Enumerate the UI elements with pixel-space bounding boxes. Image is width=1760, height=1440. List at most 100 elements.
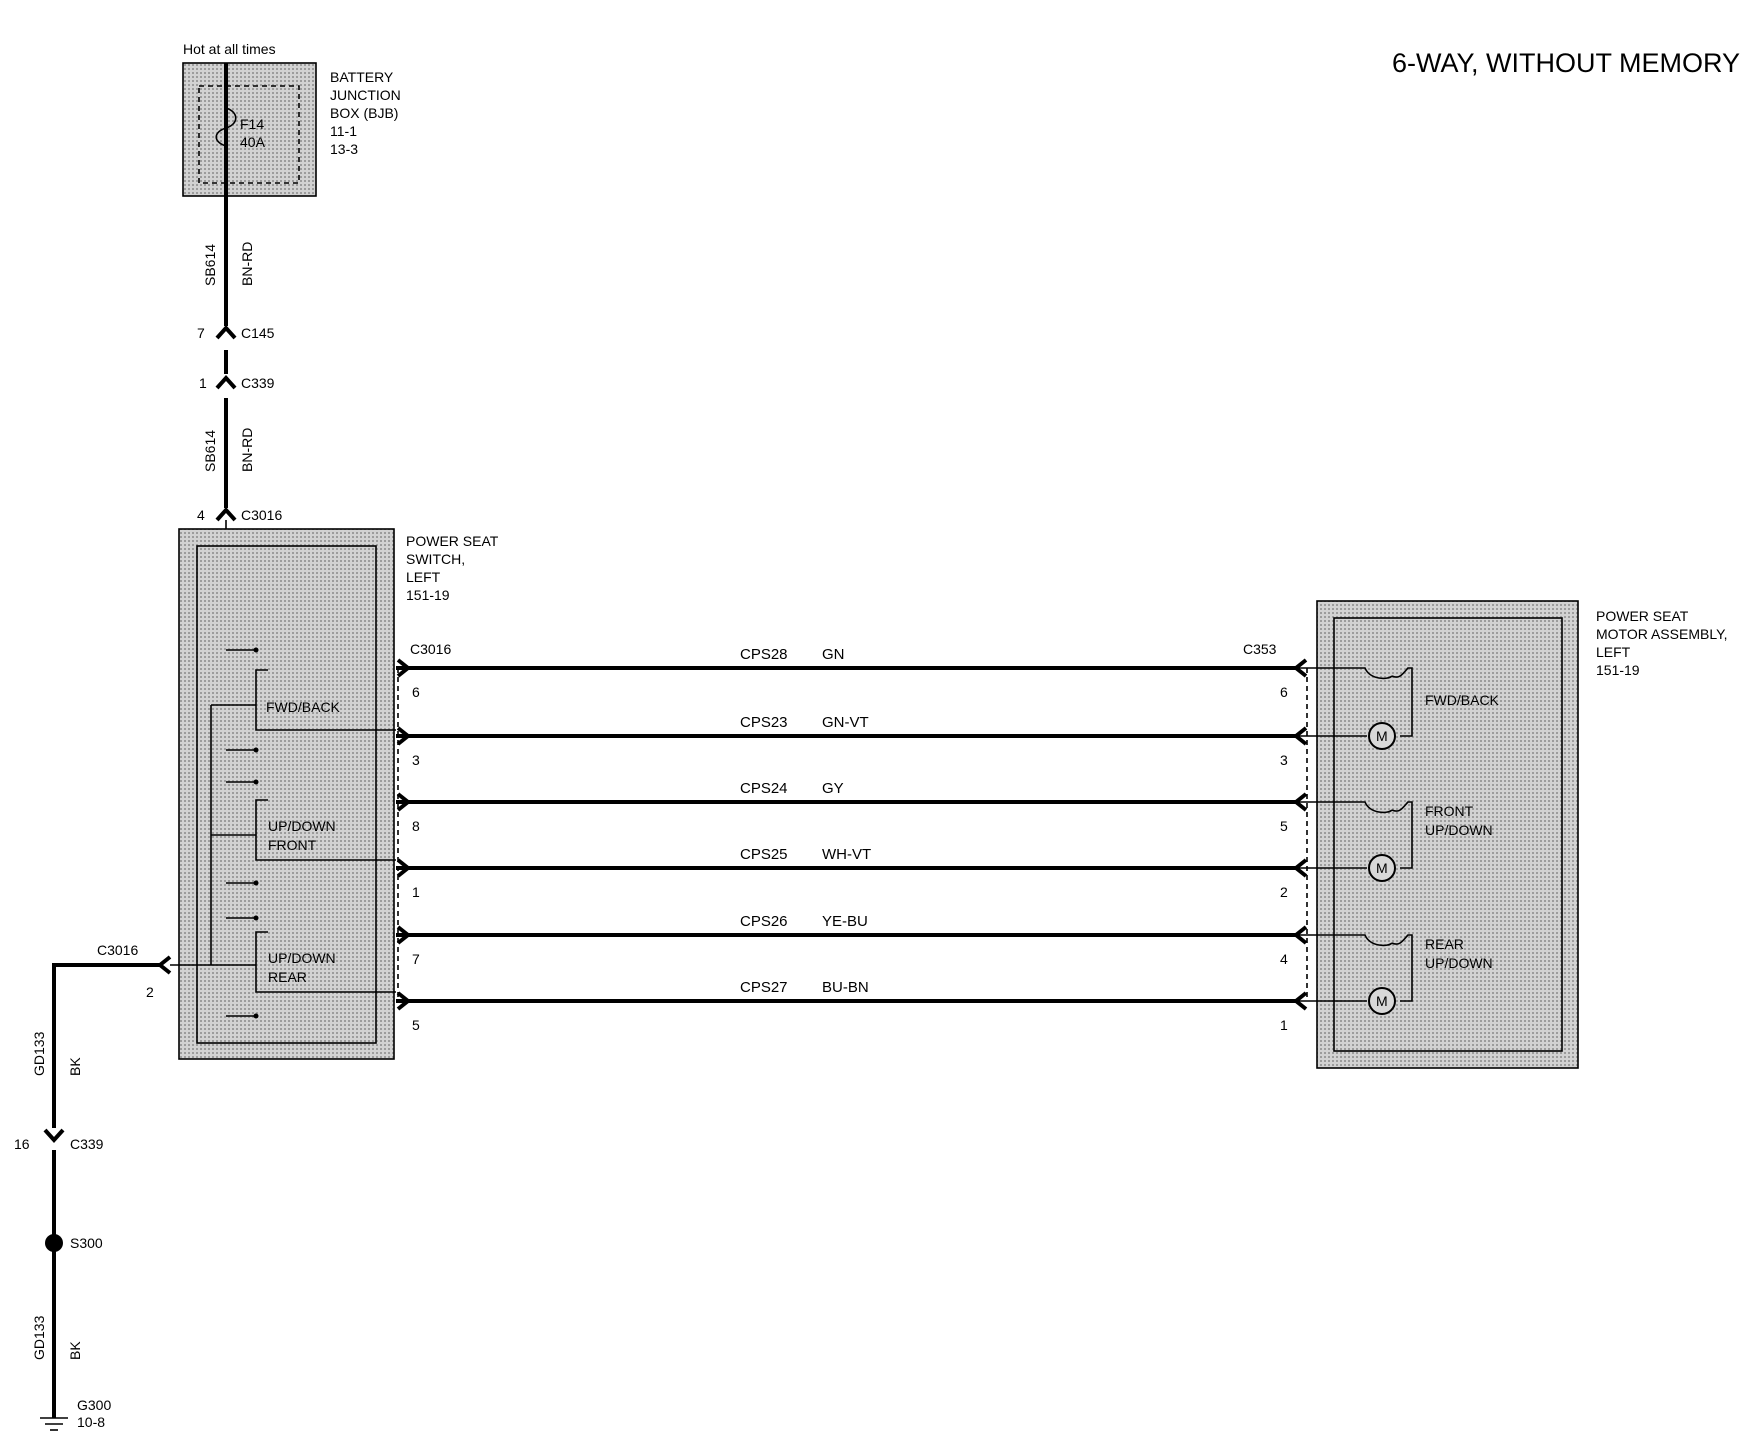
power-seat-motor-assembly: POWER SEAT MOTOR ASSEMBLY, LEFT 151-19 M… — [1300, 600, 1728, 1069]
motor-box — [1316, 600, 1579, 1069]
connector-c145: 7 C145 — [197, 325, 275, 341]
motor-label-fwd-back: FWD/BACK — [1425, 692, 1500, 708]
circuit-id: CPS23 — [740, 714, 788, 731]
feed-lower-color: BN-RD — [239, 428, 255, 472]
bjb-name-line-2: JUNCTION — [330, 87, 401, 103]
connector-c145-pin: 7 — [197, 325, 205, 341]
ground-upper-color: BK — [67, 1057, 83, 1076]
motor-fwd-back-icon — [1368, 722, 1396, 750]
motor-name-line-3: LEFT — [1596, 644, 1631, 660]
motor-label-rear: REAR — [1425, 936, 1464, 952]
circuit-color: YE-BU — [822, 913, 868, 930]
motor-pin: 4 — [1280, 951, 1288, 967]
motor-symbol-3: M — [1376, 993, 1388, 1009]
bjb-name-line-1: BATTERY — [330, 69, 394, 85]
circuit-color: GY — [822, 780, 844, 797]
ground-lower-color: BK — [67, 1341, 83, 1360]
ground-connector-pin: 2 — [146, 984, 154, 1000]
motor-pin: 1 — [1280, 1017, 1288, 1033]
ground-point-ref: 10-8 — [77, 1414, 105, 1430]
connector-c145-name: C145 — [241, 325, 275, 341]
battery-junction-box: Hot at all times F14 40A BATTERY JUNCTIO… — [182, 41, 401, 197]
circuit-id: CPS27 — [740, 979, 788, 996]
circuit-color: GN — [822, 646, 845, 663]
bjb-name-line-3: BOX (BJB) — [330, 105, 398, 121]
circuit-row: CPS28 GN 6 6 — [396, 646, 1308, 700]
motor-pin: 3 — [1280, 752, 1288, 768]
motor-label-front: FRONT — [1425, 803, 1474, 819]
switch-pin: 3 — [412, 752, 420, 768]
ground-point-g300: G300 — [77, 1397, 111, 1413]
switch-label-updown-1: UP/DOWN — [268, 818, 336, 834]
circuit-id: CPS28 — [740, 646, 788, 663]
ground-circuit: C3016 2 GD133 BK 16 C339 S300 GD133 BK G… — [14, 942, 211, 1431]
feed-upper-color: BN-RD — [239, 242, 255, 286]
splice-s300 — [45, 1234, 63, 1252]
motor-symbol-2: M — [1376, 860, 1388, 876]
motor-pin: 5 — [1280, 818, 1288, 834]
diagram-title: 6-WAY, WITHOUT MEMORY — [1392, 48, 1740, 78]
switch-pin: 1 — [412, 884, 420, 900]
connector-c339-feed-pin: 1 — [199, 375, 207, 391]
hot-at-all-times-label: Hot at all times — [183, 41, 276, 57]
switch-label-updown-2: UP/DOWN — [268, 950, 336, 966]
circuit-color: GN-VT — [822, 714, 869, 731]
feed-upper-circuit: SB614 — [202, 244, 218, 286]
power-seat-switch: POWER SEAT SWITCH, LEFT 151-19 FWD/BACK … — [178, 528, 499, 1060]
motor-pin: 6 — [1280, 684, 1288, 700]
motor-name-line-2: MOTOR ASSEMBLY, — [1596, 626, 1728, 642]
switch-name-line-3: LEFT — [406, 569, 441, 585]
circuit-color: BU-BN — [822, 979, 869, 996]
motor-symbol-1: M — [1376, 728, 1388, 744]
bjb-name-line-4: 11-1 — [330, 123, 357, 139]
ground-c339-pin: 16 — [14, 1136, 30, 1152]
motor-label-front-updown: UP/DOWN — [1425, 822, 1493, 838]
harness-circuits: CPS28 GN 6 6 CPS23 GN-VT 3 3 CPS24 GY 8 … — [396, 646, 1308, 1033]
bjb-name-line-5: 13-3 — [330, 141, 358, 157]
circuit-color: WH-VT — [822, 846, 871, 863]
switch-name-line-4: 151-19 — [406, 587, 450, 603]
motor-rear-updown-icon — [1368, 987, 1396, 1015]
fuse-id: F14 — [240, 116, 264, 132]
splice-s300-label: S300 — [70, 1235, 103, 1251]
switch-label-rear: REAR — [268, 969, 307, 985]
switch-connector-c3016: C3016 — [410, 641, 451, 657]
circuit-id: CPS26 — [740, 913, 788, 930]
motor-connector-c353: C353 — [1243, 641, 1277, 657]
switch-pin: 5 — [412, 1017, 420, 1033]
switch-pin: 8 — [412, 818, 420, 834]
circuit-id: CPS24 — [740, 780, 788, 797]
circuit-row: CPS27 BU-BN 5 1 — [396, 979, 1308, 1033]
ground-c339-symbol — [43, 1128, 65, 1143]
switch-label-front: FRONT — [268, 837, 317, 853]
switch-inner-outline — [196, 545, 377, 1044]
connector-c3016-feed-pin: 4 — [197, 507, 205, 523]
fuse-rating: 40A — [240, 134, 266, 150]
ground-c339-name: C339 — [70, 1136, 104, 1152]
switch-name-line-2: SWITCH, — [406, 551, 465, 567]
motor-name-line-1: POWER SEAT — [1596, 608, 1689, 624]
circuit-row: CPS26 YE-BU 7 4 — [396, 913, 1308, 967]
switch-pin: 6 — [412, 684, 420, 700]
motor-label-rear-updown: UP/DOWN — [1425, 955, 1493, 971]
connector-c339-feed-name: C339 — [241, 375, 275, 391]
switch-pin: 7 — [412, 951, 420, 967]
feed-lower-circuit: SB614 — [202, 430, 218, 472]
circuit-row: CPS24 GY 8 5 — [396, 780, 1308, 834]
bjb-inner-dashed — [198, 85, 300, 184]
motor-front-updown-icon — [1368, 854, 1396, 882]
connector-c339-feed: 1 C339 — [199, 375, 275, 391]
circuit-row: CPS23 GN-VT 3 3 — [396, 714, 1308, 768]
connector-c3016-feed-name: C3016 — [241, 507, 282, 523]
circuit-id: CPS25 — [740, 846, 788, 863]
switch-label-fwd-back: FWD/BACK — [266, 699, 341, 715]
motor-inner-outline — [1333, 617, 1563, 1052]
ground-upper-circuit: GD133 — [31, 1031, 47, 1076]
ground-lower-circuit: GD133 — [31, 1315, 47, 1360]
switch-name-line-1: POWER SEAT — [406, 533, 499, 549]
ground-connector-c3016: C3016 — [97, 942, 138, 958]
motor-pin: 2 — [1280, 884, 1288, 900]
motor-name-line-4: 151-19 — [1596, 662, 1640, 678]
connector-c3016-feed: 4 C3016 — [197, 507, 282, 523]
